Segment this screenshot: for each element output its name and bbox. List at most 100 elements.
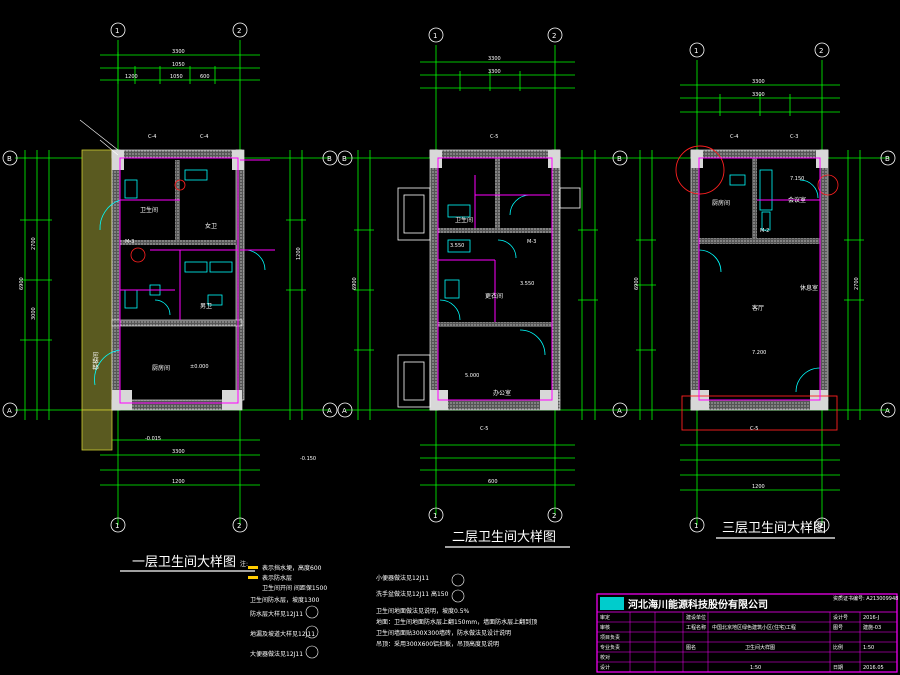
axis-label: 2: [237, 522, 241, 530]
level-text: -0.150: [300, 456, 316, 462]
level-marks: -0.015 -0.150 ±0.000 3.550 3.550 5.000 7…: [145, 176, 804, 462]
axis-label: A: [7, 407, 12, 415]
dim-text: 3300: [752, 79, 765, 85]
axis-label: A: [617, 407, 622, 415]
general-notes: 注: 表示挡水埂，高度600 表示防水层 卫生间开间 间距保1500 卫生间防水…: [240, 560, 537, 659]
room-label: 会议室: [788, 196, 806, 204]
note-line: 表示防水层: [262, 574, 292, 582]
plan-2-grid-lines: [345, 45, 620, 515]
note-line: 卫生间墙面贴300X300墙砖，防水做法见设计说明: [376, 629, 511, 637]
room-label: 更衣间: [485, 292, 503, 300]
plan-3-grid-lines: [620, 60, 890, 525]
level-text: 3.550: [520, 281, 534, 287]
plan-1-first-floor: [2, 22, 338, 533]
note-line: 吊顶：采用300X600铝扣板，吊顶高度见说明: [376, 640, 499, 648]
window-tag: C-5: [480, 426, 488, 432]
plan-1-grid-lines: [15, 40, 330, 525]
window-tag: C-4: [148, 134, 156, 140]
dim-text: 2700: [854, 277, 860, 290]
plan-2-second-floor: [345, 45, 620, 515]
title-block: 河北海川能源科技股份有限公司 资质证书编号: A213009948 审定 审核 …: [596, 593, 898, 673]
window-tag: C-4: [730, 134, 738, 140]
tb-label: 建设单位: [686, 614, 706, 621]
tb-label: 审核: [600, 624, 610, 631]
note-line: 防水层大样见12J11: [250, 610, 303, 618]
project-name: 中国北京地区绿色建筑小区(住宅)工程: [712, 624, 796, 631]
room-label: 厨房间: [152, 364, 170, 372]
window-tag: C-3: [790, 134, 798, 140]
plan-1-partitions: [119, 157, 275, 404]
plan-2-3-axis-bubbles: [337, 27, 896, 533]
plan-1-walls: [111, 149, 245, 411]
axis-label: 2: [552, 32, 556, 40]
door-tag: M-3: [125, 239, 134, 245]
dimension-texts: 3300 1050 1200 1050 600 3300 1200 3300 3…: [19, 49, 860, 490]
room-label: 厨房间: [712, 199, 730, 207]
level-text: 7.200: [752, 350, 766, 356]
room-label: 办公室: [493, 389, 511, 397]
note-line: 表示挡水埂，高度600: [262, 564, 322, 572]
note-line: 卫生间开间 间距保1500: [262, 584, 327, 592]
axis-label: B: [7, 155, 12, 163]
plan-1-title: 一层卫生间大样图: [132, 555, 236, 570]
tb-value: 建施-03: [863, 624, 881, 631]
axis-label: B: [885, 155, 890, 163]
room-label: 女卫: [205, 222, 217, 230]
dim-text: 3300: [488, 69, 501, 75]
plan-3-title: 三层卫生间大样图: [722, 521, 826, 536]
room-label: 卫生间: [140, 206, 158, 214]
dim-text: 3000: [31, 307, 37, 320]
note-line: 地漏及坡道大样见12J11: [250, 630, 315, 638]
dim-text: 6900: [19, 277, 25, 290]
room-label: 休息室: [800, 284, 818, 292]
note-line: 卫生间地面做法见说明，坡度0.5%: [376, 607, 470, 615]
plan-2-walls: [429, 149, 561, 411]
level-text: -0.015: [145, 436, 161, 442]
note-line: 卫生间防水层，坡度1300: [250, 596, 319, 604]
tb-label: 校对: [600, 654, 610, 661]
tb-label: 比例: [833, 644, 843, 651]
dim-text: 3300: [752, 92, 765, 98]
plan-2-title: 二层卫生间大样图: [452, 530, 556, 545]
door-tag: M-3: [527, 239, 536, 245]
axis-label: 1: [433, 32, 437, 40]
axis-label: 1: [694, 522, 698, 530]
room-label: 卫生间: [455, 216, 473, 224]
axis-label: 2: [237, 27, 241, 35]
dim-text: 1050: [170, 74, 183, 80]
dim-text: 2700: [31, 237, 37, 250]
axis-label: 2: [819, 47, 823, 55]
dim-text: 1050: [172, 62, 185, 68]
note-line: 地面：卫生间地面防水层上翻150mm，墙面防水层上翻到顶: [376, 618, 537, 626]
tb-label: 设计: [600, 664, 610, 671]
tb-value: 2016-J: [863, 615, 879, 621]
plan-2-fixtures: [439, 194, 546, 356]
tb-label: 项目负责: [600, 634, 620, 641]
axis-label: A: [327, 407, 332, 415]
drawing-name: 卫生间大样图: [745, 644, 775, 651]
window-tag: C-5: [750, 426, 758, 432]
cert-number: 资质证书编号: A213009948: [833, 595, 898, 602]
tb-label: 图名: [686, 644, 696, 651]
company-name: 河北海川能源科技股份有限公司: [628, 598, 768, 611]
dim-text: 1200: [752, 484, 765, 490]
level-text: 5.000: [465, 373, 479, 379]
tb-label: 审定: [600, 614, 610, 621]
dim-text: 1200: [172, 479, 185, 485]
dim-text: 600: [488, 479, 498, 485]
plan-3-third-floor: [620, 60, 890, 525]
room-label: 客厅: [752, 304, 764, 312]
dim-text: 3300: [488, 56, 501, 62]
room-label: 楼梯间: [92, 352, 100, 370]
tb-label: 工程名称: [686, 624, 706, 631]
note-line: 洗手盆做法见12J11 高150: [376, 590, 449, 598]
room-labels: 楼梯间 卫生间 厨房间 女卫 男卫 卫生间 更衣间 办公室 厨房间 会议室 休息…: [92, 196, 818, 397]
window-tag: C-4: [200, 134, 208, 140]
plan-1-axis-bubbles: [2, 22, 338, 533]
tb-value: 1:50: [863, 645, 874, 651]
plan-3-fixtures: [698, 169, 821, 393]
axis-label: A: [885, 407, 890, 415]
drawing-scale: 1:50: [750, 665, 761, 671]
notes-heading: 注:: [240, 560, 248, 568]
